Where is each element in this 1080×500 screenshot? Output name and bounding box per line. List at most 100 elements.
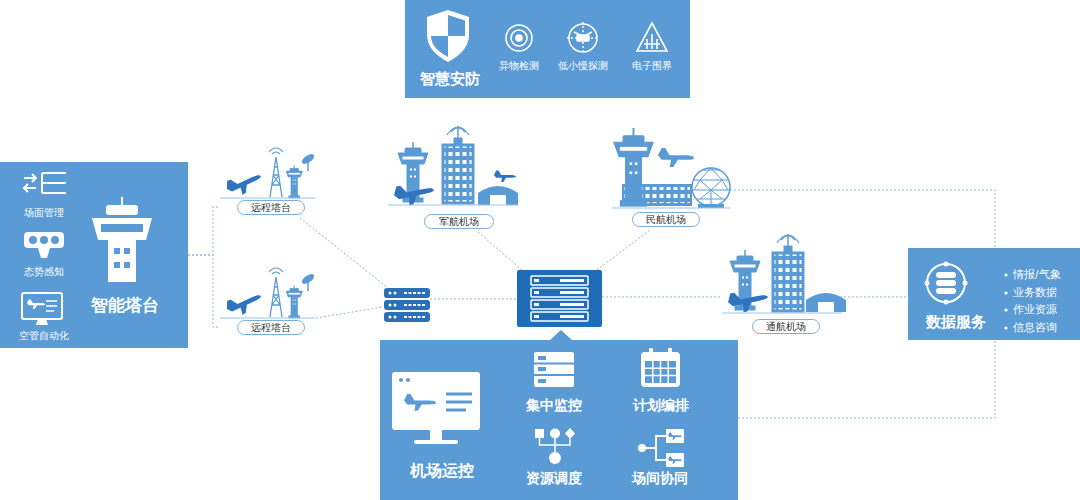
civil-airport-illustration: [622, 184, 692, 206]
civil-airport-illustration: [698, 204, 724, 208]
atc-monitor-icon: [22, 293, 62, 325]
shield-icon: [427, 10, 469, 62]
node-text: 业务数据: [1013, 286, 1078, 299]
civil-airport-illustration: [612, 128, 730, 208]
general-airport-illustration: [730, 250, 760, 310]
remote-tower-site: 远程塔台: [220, 145, 315, 217]
airport-site: 军航机场: [385, 128, 520, 230]
monitoring-icon: [534, 364, 574, 376]
airport-site: 民航机场: [612, 128, 730, 228]
site-label: 军航机场: [424, 214, 494, 229]
detection-icon: [516, 35, 522, 41]
military-airport-illustration: [398, 142, 428, 202]
ops-monitor-icon: [430, 430, 442, 440]
site-label: 远程塔台: [237, 200, 305, 215]
central-server: [517, 270, 602, 327]
central-server: [560, 279, 584, 282]
coordination-icon: [666, 429, 684, 443]
central-server: [560, 315, 584, 318]
radar-icon: [569, 24, 597, 52]
atc-monitor-icon: [27, 300, 45, 309]
dotted-connector: [738, 340, 995, 418]
site-label: 远程塔台: [237, 320, 305, 335]
military-airport-illustration: [388, 205, 518, 206]
detection-icon: [506, 25, 532, 51]
situation-icon: [29, 236, 37, 244]
node-text: 场面管理: [4, 207, 84, 219]
monitoring-icon: [534, 352, 574, 387]
atc-monitor-icon: [22, 293, 62, 319]
feature-panel: 机场运控集中监控计划编排资源调度场间协同: [380, 340, 738, 500]
network-wire: [597, 230, 650, 270]
network-wire: [300, 218, 388, 288]
network-switch: [394, 304, 397, 307]
central-server: [534, 279, 539, 282]
network-switch: [389, 292, 397, 319]
feature-panel: 智慧安防异物检测低小慢探测电子围界: [405, 0, 690, 98]
network-wire: [316, 307, 383, 318]
coordination-icon: [666, 453, 684, 467]
node-text: 资源调度: [514, 470, 594, 487]
node-text: 计划编排: [621, 397, 701, 414]
scheduling-icon: [550, 429, 560, 439]
central-server: [517, 270, 602, 327]
shield-icon: [427, 10, 469, 62]
tower-icon: [108, 240, 136, 282]
dotted-connector: [840, 297, 908, 298]
central-server: [534, 315, 539, 318]
ops-monitor-icon: [406, 378, 410, 382]
surface-icon: [24, 174, 36, 182]
military-airport-illustration: [388, 126, 518, 208]
database-icon: [936, 288, 956, 294]
network-wire: [478, 232, 522, 270]
civil-airport-illustration: [614, 128, 653, 206]
central-server: [531, 300, 588, 309]
calendar-icon: [641, 348, 680, 387]
network-switch: [384, 300, 430, 310]
network-wire: [602, 297, 722, 298]
node-text: 情报/气象: [1013, 268, 1078, 281]
node-text: 空管自动化: [4, 330, 84, 342]
calendar-icon: [645, 361, 676, 383]
dotted-connector: [730, 190, 995, 248]
radar-icon: [567, 22, 599, 54]
coordination-icon: [646, 436, 666, 460]
bullet-dot: [1004, 273, 1007, 276]
central-server: [560, 291, 584, 294]
central-server: [531, 288, 588, 297]
coordination-icon: [638, 429, 684, 467]
radar-icon: [577, 35, 589, 41]
central-server: [531, 276, 588, 285]
military-airport-illustration: [494, 171, 516, 183]
tower-icon: [101, 224, 143, 232]
central-server: [534, 291, 539, 294]
ops-monitor-icon: [392, 372, 480, 444]
detection-icon: [506, 25, 532, 51]
network-switch: [384, 312, 430, 322]
scheduling-icon: [565, 428, 575, 439]
coordination-icon: [668, 433, 682, 440]
radar-icon: [574, 32, 592, 35]
node-text: 作业资源: [1013, 303, 1078, 316]
tower-icon: [121, 197, 123, 205]
central-server: [531, 312, 588, 321]
database-icon: [944, 300, 949, 305]
database-icon: [925, 281, 930, 286]
tower-icon: [114, 262, 120, 268]
ops-monitor-icon: [399, 378, 403, 382]
central-server: [534, 279, 584, 318]
surface-icon: [24, 184, 36, 192]
network-switch: [394, 292, 397, 295]
fence-icon: [644, 34, 660, 49]
network-switch: [389, 292, 392, 295]
civil-airport-illustration: [658, 148, 694, 167]
calendar-icon: [645, 361, 676, 383]
network-switch: [389, 316, 392, 319]
database-icon: [936, 280, 956, 286]
civil-airport-illustration: [693, 168, 729, 205]
database-icon: [963, 281, 968, 286]
dotted-connector: [188, 207, 220, 255]
network-wire: [300, 218, 722, 318]
airport-site: 通航机场: [720, 235, 840, 335]
